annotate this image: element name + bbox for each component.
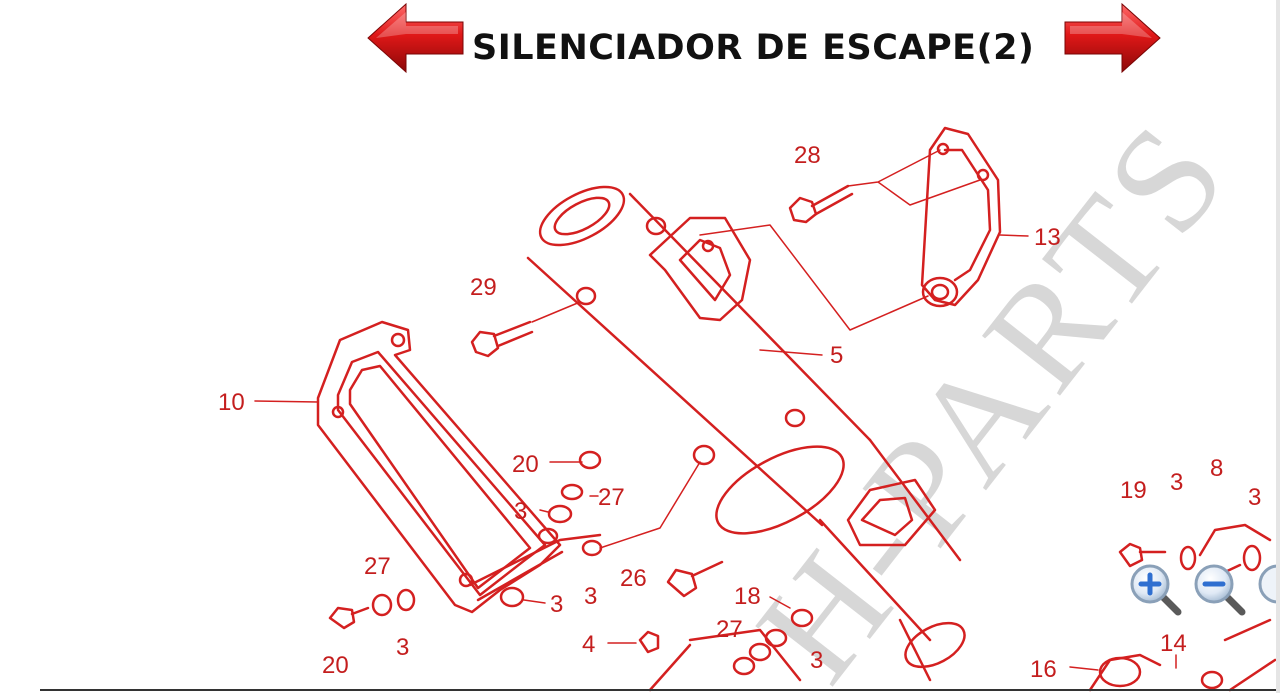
label-part-3-b: 3 [584, 583, 597, 610]
page-title: SILENCIADOR DE ESCAPE(2) [472, 28, 1035, 68]
right-side-parts [1088, 523, 1277, 692]
lower-hardware [328, 450, 814, 692]
label-part-27-upper: 27 [598, 484, 625, 511]
zoom-out-icon [1194, 564, 1246, 616]
part-10-heat-guard [316, 320, 562, 614]
label-part-3-e: 3 [396, 634, 409, 661]
label-part-18: 18 [734, 583, 761, 610]
label-part-10: 10 [218, 389, 245, 416]
label-part-19: 19 [1120, 477, 1147, 504]
label-part-27-lower: 27 [716, 616, 743, 643]
part-labels: 28 13 29 5 10 20 27 3 3 3 26 18 27 4 3 2… [218, 142, 1261, 683]
label-part-3-f: 3 [1170, 469, 1183, 496]
next-page-arrow[interactable] [1064, 2, 1162, 74]
previous-page-arrow[interactable] [366, 2, 464, 74]
vertical-scrollbar[interactable] [1276, 0, 1280, 693]
part-28-bolt [788, 184, 854, 224]
leader-lines [254, 149, 1177, 671]
arrow-right-icon [1064, 2, 1161, 74]
label-part-3-d: 3 [810, 647, 823, 674]
label-part-3-c: 3 [550, 591, 563, 618]
label-part-13: 13 [1034, 224, 1061, 251]
bottom-divider [40, 689, 1280, 691]
label-part-3-g: 3 [1248, 484, 1261, 511]
label-part-16: 16 [1030, 656, 1057, 683]
label-part-29: 29 [470, 274, 497, 301]
mounting-bracket-plate [648, 216, 752, 322]
label-part-3-a: 3 [514, 498, 527, 525]
label-part-20-lower: 20 [322, 652, 349, 679]
label-part-8: 8 [1210, 455, 1223, 482]
parts-diagram: H-PARTS [0, 90, 1280, 693]
label-part-4: 4 [582, 631, 595, 658]
muffler-body [526, 185, 966, 682]
label-part-28: 28 [794, 142, 821, 169]
exploded-view-drawing: H-PARTS [218, 90, 1277, 693]
zoom-out-button[interactable] [1192, 562, 1246, 616]
zoom-in-button[interactable] [1128, 562, 1182, 616]
page-header: SILENCIADOR DE ESCAPE(2) [0, 0, 1280, 90]
zoom-in-icon [1130, 564, 1182, 616]
label-part-26: 26 [620, 565, 647, 592]
label-part-20-upper: 20 [512, 451, 539, 478]
arrow-left-icon [367, 2, 464, 74]
label-part-5: 5 [830, 342, 843, 369]
part-13-bracket [920, 126, 1002, 308]
label-part-14: 14 [1160, 630, 1187, 657]
part-29-bolt [470, 286, 597, 358]
label-part-27-left: 27 [364, 553, 391, 580]
